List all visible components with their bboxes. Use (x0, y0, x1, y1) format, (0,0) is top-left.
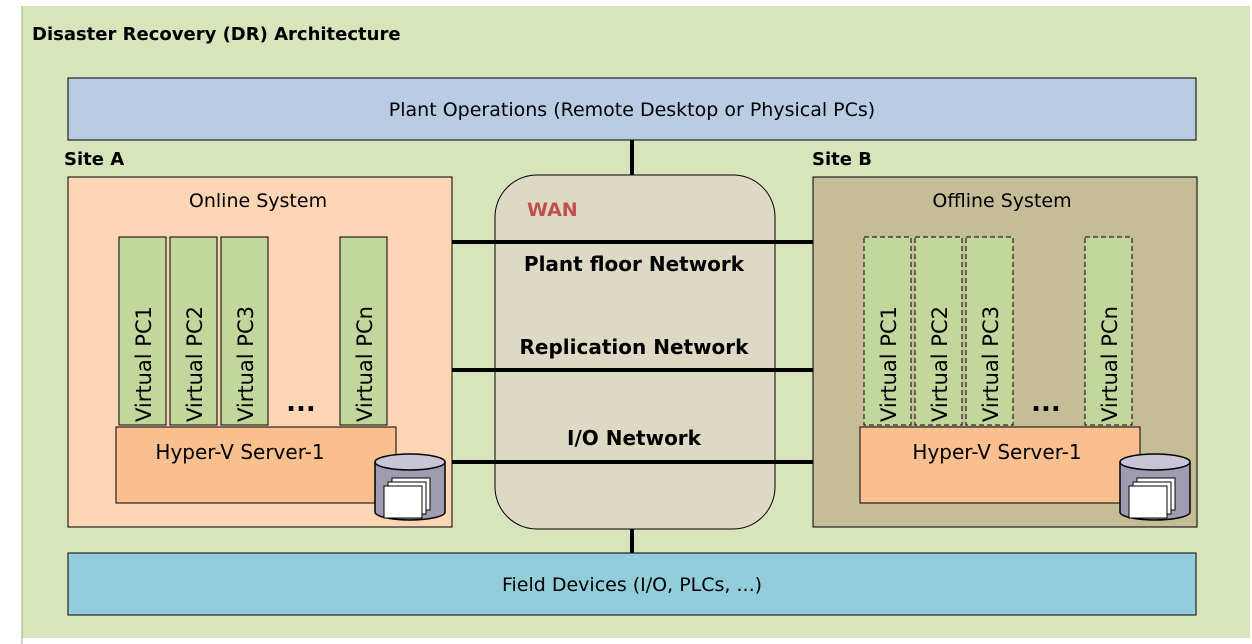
site-a-server-label: Hyper-V Server-1 (155, 440, 324, 464)
storage-icon (374, 453, 446, 521)
site-a-label: Site A (64, 149, 124, 170)
site-a-vm-label: Virtual PCn (353, 306, 377, 422)
storage-icon (1119, 453, 1191, 521)
offline-system-label: Offline System (932, 190, 1071, 212)
site-a-vm-2: Virtual PC2 (169, 236, 218, 426)
site-b-vm-label: Virtual PC2 (928, 306, 952, 422)
site-b-label: Site B (812, 149, 872, 170)
io-network-label: I/O Network (567, 426, 702, 450)
wan-region: WAN (494, 174, 776, 530)
site-a-vm-1: Virtual PC1 (118, 236, 167, 426)
site-a-hyperv-server: Hyper-V Server-1 (115, 426, 397, 504)
wan-label: WAN (527, 199, 578, 221)
plant-floor-network-label: Plant floor Network (524, 252, 745, 276)
site-b-server-label: Hyper-V Server-1 (912, 440, 1081, 464)
site-b-vm-label: Virtual PC3 (979, 306, 1003, 422)
site-b-vm-2: Virtual PC2 (914, 236, 963, 426)
site-a-vm-label: Virtual PC3 (234, 306, 258, 422)
site-b-vm-n: Virtual PCn (1084, 236, 1133, 426)
site-a-vm-label: Virtual PC1 (132, 306, 156, 422)
site-a-vm-ellipsis: ... (286, 388, 316, 418)
plant-operations-bar: Plant Operations (Remote Desktop or Phys… (67, 77, 1197, 141)
site-b-vm-label: Virtual PCn (1098, 306, 1122, 422)
site-a-vm-n: Virtual PCn (339, 236, 388, 426)
site-b-vm-1: Virtual PC1 (863, 236, 912, 426)
diagram-title: Disaster Recovery (DR) Architecture (32, 24, 401, 45)
field-devices-bar: Field Devices (I/O, PLCs, ...) (67, 552, 1197, 616)
field-devices-label: Field Devices (I/O, PLCs, ...) (502, 574, 762, 596)
site-a-vm-label: Virtual PC2 (183, 306, 207, 422)
site-b-hyperv-server: Hyper-V Server-1 (859, 426, 1141, 504)
site-b-vm-3: Virtual PC3 (965, 236, 1014, 426)
site-a-vm-3: Virtual PC3 (220, 236, 269, 426)
replication-network-label: Replication Network (520, 335, 750, 359)
site-b-vm-ellipsis: ... (1031, 388, 1061, 418)
plant-operations-label: Plant Operations (Remote Desktop or Phys… (389, 99, 875, 121)
online-system-label: Online System (189, 190, 327, 212)
site-b-vm-label: Virtual PC1 (877, 306, 901, 422)
